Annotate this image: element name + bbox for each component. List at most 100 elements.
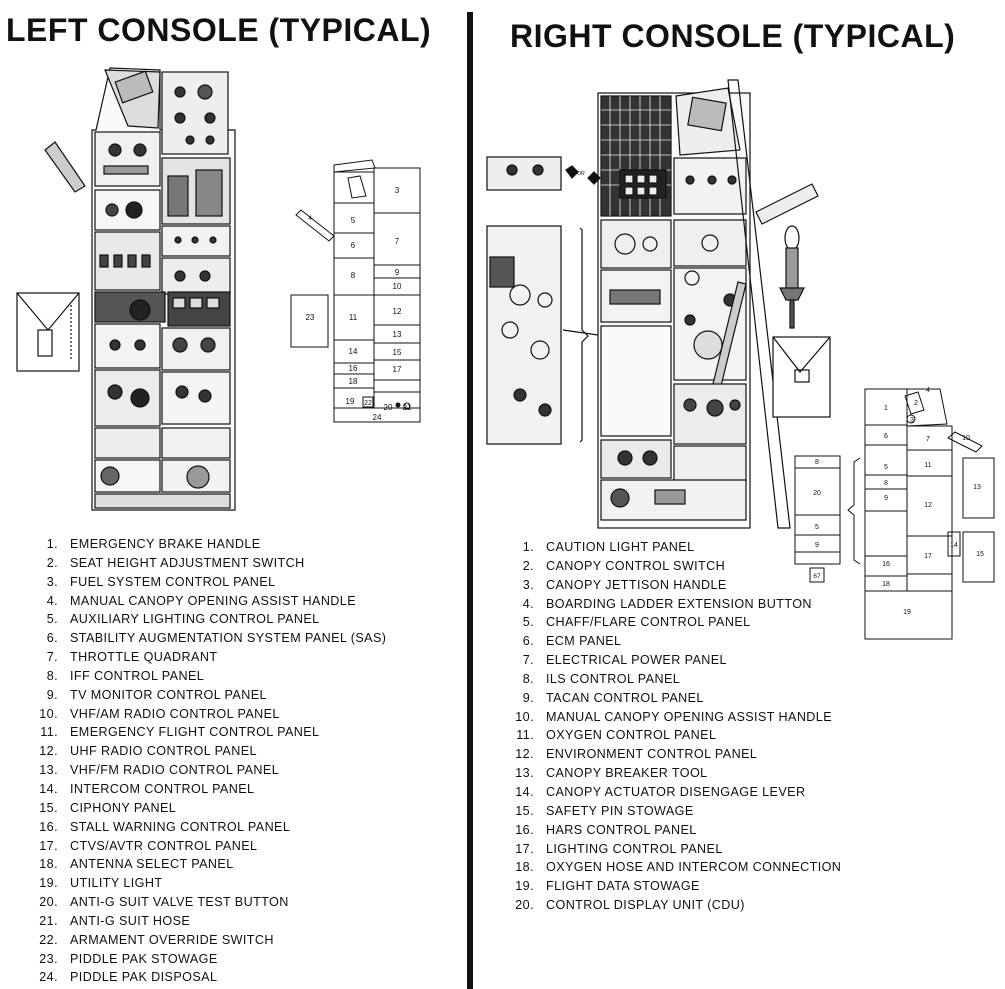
right-num-5: 5 <box>884 464 888 471</box>
right-num-20: 20 <box>813 490 821 497</box>
legend-item: 3.FUEL SYSTEM CONTROL PANEL <box>46 574 276 589</box>
legend-item: 1.CAUTION LIGHT PANEL <box>522 540 695 554</box>
right-num-18: 18 <box>882 581 890 588</box>
left-num-10: 10 <box>393 282 402 291</box>
legend-item: 9.TACAN CONTROL PANEL <box>522 690 704 705</box>
left-num-5: 5 <box>351 216 356 225</box>
legend-item: 18.OXYGEN HOSE AND INTERCOM CONNECTION <box>515 860 842 875</box>
left-num-7: 7 <box>395 237 400 246</box>
left-num-3: 3 <box>395 186 400 195</box>
legend-item: 19.FLIGHT DATA STOWAGE <box>515 879 700 894</box>
legend-item: 8.IFF CONTROL PANEL <box>46 668 205 683</box>
right-box-67: 67 <box>813 573 821 580</box>
right-num-8-alt: 8 <box>815 459 819 466</box>
left-schematic-labels: 3 5 6 7 8 9 10 11 12 13 14 15 16 17 18 1… <box>306 186 412 422</box>
legend-item: 17.CTVS/AVTR CONTROL PANEL <box>39 838 258 853</box>
right-num-9: 9 <box>884 495 888 502</box>
right-console-title: RIGHT CONSOLE (TYPICAL) <box>510 18 956 54</box>
right-console-schematic <box>794 388 995 640</box>
legend-item: 4.BOARDING LADDER EXTENSION BUTTON <box>522 596 812 611</box>
left-num-16: 16 <box>349 364 358 373</box>
left-num-21: 21 <box>403 403 412 412</box>
legend-item: 23.PIDDLE PAK STOWAGE <box>39 951 218 966</box>
right-num-16: 16 <box>882 561 890 568</box>
legend-item: 6.STABILITY AUGMENTATION SYSTEM PANEL (S… <box>46 631 387 646</box>
left-num-23: 23 <box>306 313 315 322</box>
legend-item: 1.EMERGENCY BRAKE HANDLE <box>46 537 261 551</box>
right-num-10: 10 <box>962 435 970 442</box>
legend-item: 9.TV MONITOR CONTROL PANEL <box>46 687 267 702</box>
left-num-20: 20 <box>384 403 393 412</box>
right-console-drawing <box>486 79 831 529</box>
left-num-9: 9 <box>395 268 400 277</box>
or-label: OR <box>577 171 585 177</box>
left-num-24: 24 <box>373 413 382 422</box>
right-num-15: 15 <box>976 551 984 558</box>
legend-item: 11.EMERGENCY FLIGHT CONTROL PANEL <box>40 725 320 740</box>
right-num-12: 12 <box>924 502 932 509</box>
legend-item: 14.INTERCOM CONTROL PANEL <box>39 781 255 796</box>
left-console-schematic <box>290 159 421 423</box>
legend-item: 8.ILS CONTROL PANEL <box>522 671 681 686</box>
right-num-13: 13 <box>973 484 981 491</box>
right-num-7: 7 <box>926 436 930 443</box>
legend-item: 16.HARS CONTROL PANEL <box>515 822 697 837</box>
right-num-9-alt: 9 <box>815 542 819 549</box>
left-num-12: 12 <box>393 307 402 316</box>
legend-item: 20.CONTROL DISPLAY UNIT (CDU) <box>515 898 745 913</box>
legend-item: 7.ELECTRICAL POWER PANEL <box>522 653 727 668</box>
left-num-4: 4 <box>308 216 312 222</box>
right-num-1: 1 <box>884 405 888 412</box>
legend-item: 22.ARMAMENT OVERRIDE SWITCH <box>39 932 274 947</box>
legend-item: 14.CANOPY ACTUATOR DISENGAGE LEVER <box>515 784 806 799</box>
left-console-drawing <box>16 67 236 511</box>
right-console-legend: 1.CAUTION LIGHT PANEL 2.CANOPY CONTROL S… <box>508 538 841 915</box>
right-num-4: 4 <box>926 387 930 394</box>
right-num-14: 14 <box>950 542 958 549</box>
left-num-6: 6 <box>351 241 356 250</box>
legend-item: 5.AUXILIARY LIGHTING CONTROL PANEL <box>46 612 320 627</box>
left-num-11: 11 <box>349 313 358 322</box>
left-num-14: 14 <box>349 347 358 356</box>
legend-item: 20.ANTI-G SUIT VALVE TEST BUTTON <box>39 895 289 910</box>
legend-item: 4.MANUAL CANOPY OPENING ASSIST HANDLE <box>46 593 357 608</box>
left-num-15: 15 <box>393 348 402 357</box>
legend-item: 15.SAFETY PIN STOWAGE <box>515 803 694 818</box>
legend-item: 21.ANTI-G SUIT HOSE <box>39 913 191 928</box>
legend-item: 11.OXYGEN CONTROL PANEL <box>516 728 717 743</box>
left-num-8: 8 <box>351 271 356 280</box>
right-num-3: 3 <box>910 417 914 424</box>
legend-item: 13.VHF/FM RADIO CONTROL PANEL <box>39 763 280 778</box>
right-num-6: 6 <box>884 433 888 440</box>
legend-item: 16.STALL WARNING CONTROL PANEL <box>39 819 291 834</box>
legend-item: 18.ANTENNA SELECT PANEL <box>39 857 234 872</box>
legend-item: 12.UHF RADIO CONTROL PANEL <box>39 744 257 759</box>
left-num-17: 17 <box>393 365 402 374</box>
legend-item: 24.PIDDLE PAK DISPOSAL <box>39 970 218 985</box>
right-num-8: 8 <box>884 480 888 487</box>
right-num-19: 19 <box>903 609 911 616</box>
right-schematic-labels: 1 2 3 4 5 6 7 8 9 10 11 12 13 14 15 16 1… <box>577 171 984 616</box>
left-console-title: LEFT CONSOLE (TYPICAL) <box>6 12 432 48</box>
left-num-22: 22 <box>364 400 372 407</box>
legend-item: 19.UTILITY LIGHT <box>39 876 163 891</box>
left-console-legend: 1.EMERGENCY BRAKE HANDLE 2.SEAT HEIGHT A… <box>32 535 386 987</box>
right-num-2: 2 <box>914 400 918 407</box>
right-num-17: 17 <box>924 553 932 560</box>
left-num-19: 19 <box>346 397 355 406</box>
legend-item: 6.ECM PANEL <box>522 634 622 649</box>
legend-item: 7.THROTTLE QUADRANT <box>46 650 218 665</box>
center-divider <box>467 12 473 989</box>
legend-item: 10.VHF/AM RADIO CONTROL PANEL <box>39 706 280 721</box>
legend-item: 12.ENVIRONMENT CONTROL PANEL <box>515 747 758 762</box>
right-num-5-alt: 5 <box>815 524 819 531</box>
right-num-11: 11 <box>924 462 931 469</box>
legend-item: 3.CANOPY JETTISON HANDLE <box>522 577 727 592</box>
legend-item: 15.CIPHONY PANEL <box>39 800 177 815</box>
legend-item: 10.MANUAL CANOPY OPENING ASSIST HANDLE <box>515 709 833 724</box>
legend-item: 2.CANOPY CONTROL SWITCH <box>522 558 726 573</box>
legend-item: 5.CHAFF/FLARE CONTROL PANEL <box>522 615 751 630</box>
legend-item: 13.CANOPY BREAKER TOOL <box>515 766 708 781</box>
legend-item: 2.SEAT HEIGHT ADJUSTMENT SWITCH <box>46 555 305 570</box>
